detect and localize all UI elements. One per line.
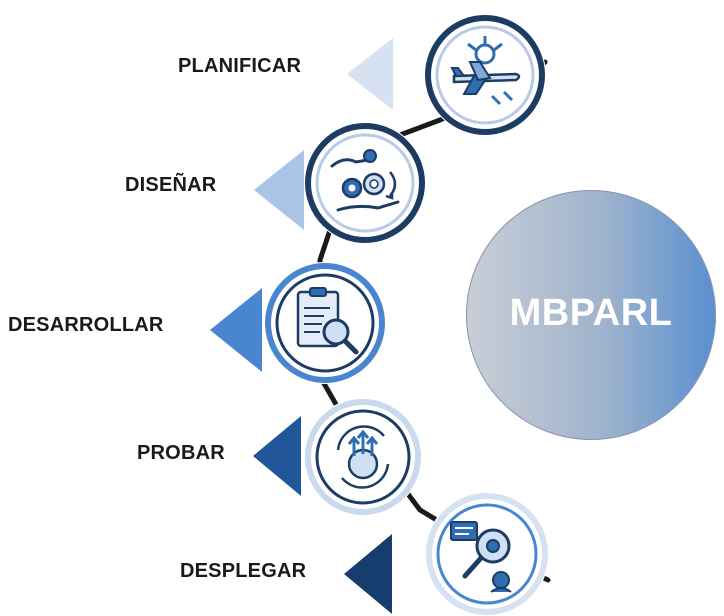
mbparl-center-circle: MBPARL [466,190,716,440]
step-node-planificar[interactable] [424,14,546,136]
step-label-probar: PROBAR [137,442,225,464]
step-node-probar[interactable] [304,398,422,516]
step-pointer-probar [253,416,301,496]
gear-arrows-icon [305,399,421,515]
step-pointer-disenar [254,150,304,230]
step-pointer-desplegar [344,534,392,614]
step-node-disenar[interactable] [304,122,426,244]
step-label-desplegar: DESPLEGAR [180,560,307,582]
step-label-disenar: DISEÑAR [125,174,217,196]
step-pointer-planificar [347,38,393,110]
clipboard-magnifier-icon [265,263,385,383]
step-node-desarrollar[interactable] [264,262,386,384]
plane-gear-icon [425,15,545,135]
hands-gears-icon [305,123,425,243]
step-label-desarrollar: DESARROLLAR [8,314,164,336]
center-title: MBPARL [509,292,673,334]
step-label-planificar: PLANIFICAR [178,55,302,77]
step-node-desplegar[interactable] [425,492,549,616]
search-feedback-icon [426,493,548,615]
step-pointer-desarrollar [210,288,262,372]
